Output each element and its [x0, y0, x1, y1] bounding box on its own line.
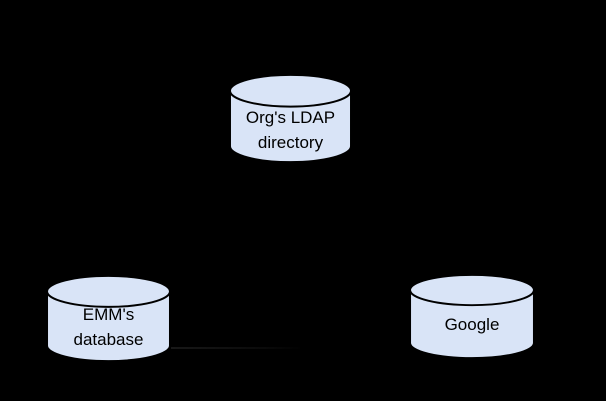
- database-cylinder-google: Google: [409, 273, 535, 360]
- google-label: Google: [409, 312, 535, 337]
- emm-label-line2: database: [73, 330, 144, 349]
- cylinder-shape-icon: [229, 73, 352, 164]
- ldap-label-line1: Org's LDAP: [245, 108, 336, 127]
- connector-line-emm-google: [171, 347, 303, 349]
- ldap-label: Org's LDAP directory: [229, 105, 352, 155]
- database-cylinder-ldap: Org's LDAP directory: [229, 72, 352, 165]
- google-label-line1: Google: [444, 315, 500, 334]
- cylinder-shape-icon: [409, 273, 535, 360]
- emm-label-line1: EMM's: [82, 305, 135, 324]
- ldap-label-line2: directory: [257, 133, 324, 152]
- cylinder-shape-icon: [46, 274, 171, 363]
- emm-label: EMM's database: [46, 302, 171, 352]
- database-cylinder-emm: EMM's database: [46, 274, 171, 363]
